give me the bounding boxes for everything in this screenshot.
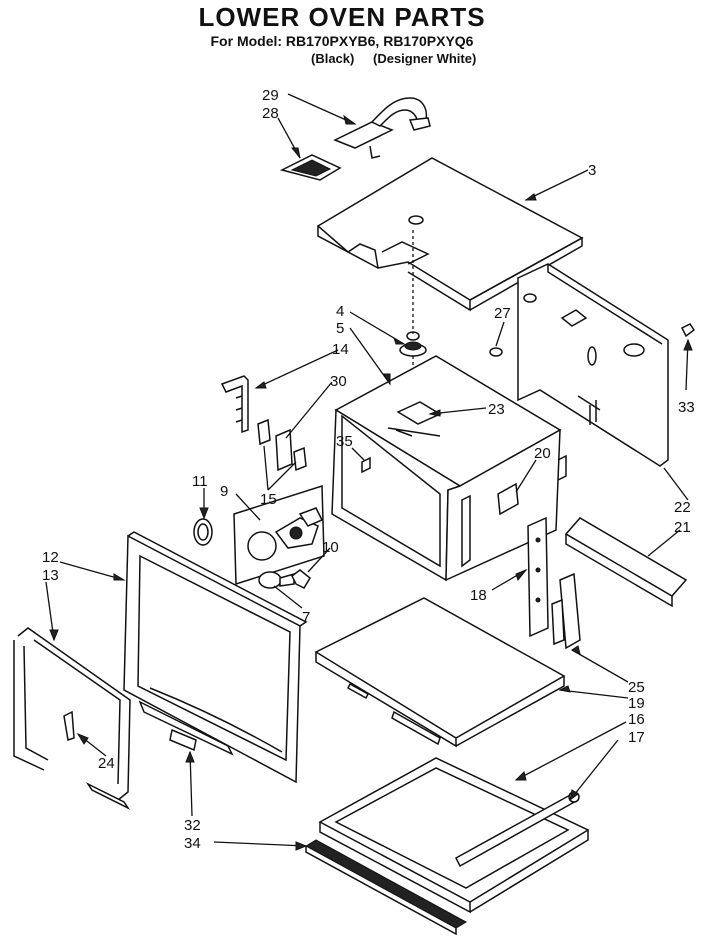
- callout-30: 30: [330, 373, 347, 390]
- part-34-vent-strip: [304, 839, 468, 936]
- part-19-bottom-panel: [314, 597, 566, 748]
- part-27-plug: [489, 347, 503, 357]
- callout-10: 10: [322, 539, 339, 556]
- part-29-duct: [333, 97, 431, 159]
- part-16-tray: [318, 757, 590, 914]
- part-33-clip: [680, 323, 696, 338]
- model-line: For Model: RB170PXYB6, RB170PXYQ6: [210, 33, 474, 49]
- part-18-side-rail: [527, 516, 549, 638]
- callout-17: 17: [628, 729, 645, 746]
- callout-11: 11: [192, 473, 208, 490]
- part-22-back-panel: [517, 263, 669, 467]
- callout-5: 5: [336, 320, 344, 337]
- callout-25: 25: [628, 679, 645, 696]
- callout-7: 7: [302, 609, 310, 626]
- callout-14: 14: [332, 341, 349, 358]
- part-21-support-bracket: [564, 517, 688, 608]
- callout-24: 24: [98, 755, 115, 772]
- callout-12: 12: [42, 549, 59, 566]
- part-10-socket: [291, 569, 311, 589]
- callout-labels: 29 28 3 4 5 27 14 30 23 33 35 20 11 9 15…: [42, 87, 695, 852]
- callout-22: 22: [674, 499, 691, 516]
- part-4-5-connector: [399, 230, 427, 380]
- page-title: LOWER OVEN PARTS: [198, 2, 486, 32]
- variant-white-label: (Designer White): [373, 51, 477, 66]
- callout-16: 16: [628, 711, 645, 728]
- callout-28: 28: [262, 105, 279, 122]
- callout-9: 9: [220, 483, 228, 500]
- part-14-bracket: [220, 375, 249, 434]
- callout-29: 29: [262, 87, 279, 104]
- arrowheads: [49, 114, 693, 851]
- callout-20: 20: [534, 445, 551, 462]
- callout-15: 15: [260, 491, 277, 508]
- part-7-bulb: [258, 571, 295, 589]
- callout-34: 34: [184, 835, 201, 852]
- callout-32: 32: [184, 817, 201, 834]
- callout-23: 23: [488, 401, 505, 418]
- callout-18: 18: [470, 587, 487, 604]
- callout-3: 3: [588, 162, 596, 179]
- callout-27: 27: [494, 305, 511, 322]
- part-13-gasket: [13, 627, 131, 810]
- part-24-latch: [63, 710, 75, 741]
- variant-black-label: (Black): [311, 51, 355, 66]
- part-3-top-panel: [316, 157, 584, 312]
- callout-21: 21: [674, 519, 691, 536]
- callout-33: 33: [678, 399, 695, 416]
- part-25-hinge: [551, 572, 581, 650]
- part-28-bracket: [279, 154, 342, 181]
- callout-19: 19: [628, 695, 645, 712]
- part-12-front-frame: [123, 531, 308, 784]
- callout-13-frame: 13: [42, 567, 59, 584]
- part-30-15-clips: [257, 418, 307, 472]
- part-9-light-assembly: [233, 484, 325, 586]
- part-11-ring: [193, 518, 213, 546]
- callout-35: 35: [336, 433, 353, 450]
- callout-4: 4: [336, 303, 344, 320]
